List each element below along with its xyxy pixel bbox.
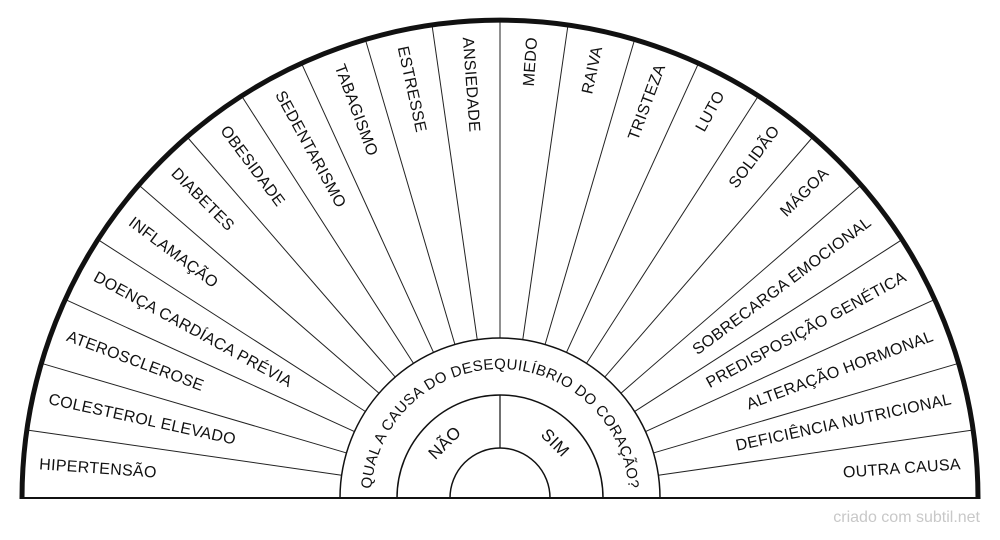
sector-divider bbox=[186, 136, 396, 378]
sector-divider bbox=[658, 429, 974, 476]
sector-divider bbox=[544, 39, 636, 345]
sector-divider bbox=[653, 362, 959, 454]
sector-divider bbox=[604, 136, 814, 378]
sector-label: OBESIDADE bbox=[217, 123, 288, 210]
middle-arc bbox=[339, 337, 661, 499]
sector-divider bbox=[586, 95, 759, 364]
hub-arc bbox=[449, 447, 551, 499]
sector-label: MEDO bbox=[521, 37, 541, 87]
sector-label: DOENÇA CARDÍACA PRÉVIA bbox=[91, 267, 296, 391]
chart-frame bbox=[19, 17, 981, 499]
sector-label: ANSIEDADE bbox=[459, 37, 483, 133]
sector-dividers bbox=[26, 20, 974, 476]
sector-divider bbox=[26, 429, 342, 476]
sector-label: HIPERTENSÃO bbox=[39, 453, 158, 481]
sector-label: DIABETES bbox=[167, 165, 237, 235]
sector-divider bbox=[97, 239, 366, 412]
credit-text: criado com subtil.net bbox=[833, 509, 980, 526]
sector-label: TRISTEZA bbox=[625, 62, 669, 143]
outer-arc bbox=[19, 17, 981, 499]
sector-label: COLESTEROL ELEVADO bbox=[47, 391, 237, 448]
answer-labels: NÃO SIM bbox=[425, 423, 573, 464]
sector-label: OUTRA CAUSA bbox=[842, 456, 961, 481]
sector-label: ATEROSCLEROSE bbox=[64, 328, 206, 395]
sector-divider bbox=[241, 95, 414, 364]
sector-label: INFLAMAÇÃO bbox=[125, 212, 223, 292]
sector-divider bbox=[620, 184, 862, 394]
sector-label: MÁGOA bbox=[776, 164, 833, 221]
sector-label: LUTO bbox=[693, 88, 729, 134]
sector-divider bbox=[41, 362, 347, 454]
sector-divider bbox=[566, 62, 700, 353]
sector-divider bbox=[300, 62, 434, 353]
answer-yes-label: SIM bbox=[537, 425, 573, 461]
sector-divider bbox=[138, 184, 380, 394]
sector-divider bbox=[364, 39, 456, 345]
sector-divider bbox=[645, 298, 936, 432]
sector-divider bbox=[431, 24, 478, 340]
sector-divider bbox=[64, 298, 355, 432]
sector-label: RAIVA bbox=[579, 45, 606, 96]
sector-divider bbox=[522, 24, 569, 340]
sector-divider bbox=[634, 239, 903, 412]
answer-no-label: NÃO bbox=[425, 423, 466, 464]
sector-label: ESTRESSE bbox=[394, 45, 429, 134]
